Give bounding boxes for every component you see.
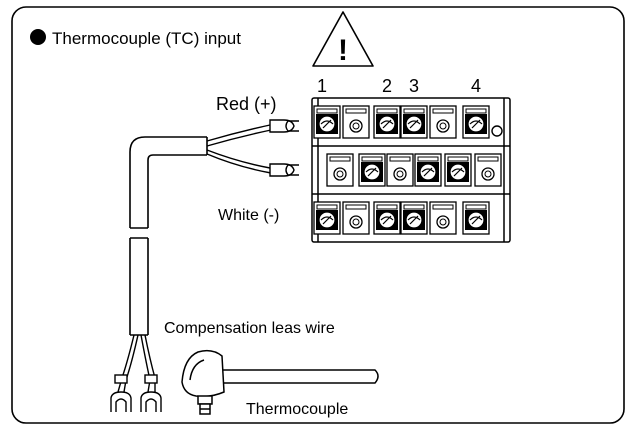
- mounting-hole: [491, 125, 503, 137]
- fork-terminal-lower-1: [110, 391, 132, 412]
- terminal-screw-icon: [373, 201, 401, 235]
- terminal-screw-icon: [358, 153, 386, 187]
- terminal-nut-icon: [342, 105, 370, 139]
- label-thermocouple: Thermocouple: [246, 401, 348, 418]
- terminal-nut-icon: [474, 153, 502, 187]
- terminal-screw-icon: [400, 201, 428, 235]
- terminal-number-3: 3: [409, 76, 419, 96]
- label-red-wire: Red (+): [216, 94, 277, 114]
- terminal-screw-icon: [313, 201, 341, 235]
- terminal-number-2: 2: [382, 76, 392, 96]
- terminal-nut-icon: [429, 105, 457, 139]
- terminal-screw-icon: [414, 153, 442, 187]
- label-lead-wire: Compensation leas wire: [164, 320, 335, 337]
- warning-symbol: !: [338, 34, 348, 67]
- terminal-screw-icon: [313, 105, 341, 139]
- terminal-nut-icon: [386, 153, 414, 187]
- fork-terminal-white: [269, 163, 299, 177]
- diagram-title: Thermocouple (TC) input: [52, 29, 241, 48]
- terminal-nut-icon: [342, 201, 370, 235]
- diagram-frame: [11, 6, 625, 424]
- terminal-nut-icon: [326, 153, 354, 187]
- lead-wire-cable: [129, 136, 208, 336]
- terminal-number-4: 4: [471, 76, 481, 96]
- fork-terminal-red: [269, 119, 299, 133]
- terminal-screw-icon: [462, 105, 490, 139]
- terminal-screw-icon: [444, 153, 472, 187]
- lower-wires: [114, 334, 158, 393]
- fork-terminal-lower-2: [140, 391, 162, 412]
- thermocouple-icon: [181, 349, 379, 415]
- warning-icon: !: [312, 11, 374, 67]
- terminal-screw-icon: [400, 105, 428, 139]
- terminal-screws: [313, 105, 502, 235]
- bullet-icon: [30, 29, 46, 45]
- terminal-nut-icon: [429, 201, 457, 235]
- label-white-wire: White (-): [218, 207, 279, 224]
- terminal-number-1: 1: [317, 76, 327, 96]
- terminal-screw-icon: [373, 105, 401, 139]
- terminal-screw-icon: [462, 201, 490, 235]
- sensor-wires: [206, 124, 272, 174]
